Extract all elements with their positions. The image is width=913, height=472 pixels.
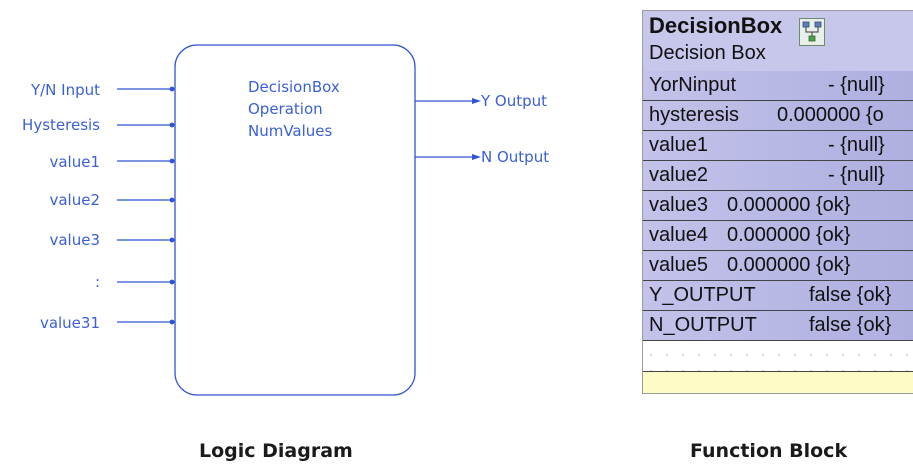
slot-row-value3[interactable]: value3 0.000000 {ok} (643, 191, 913, 221)
slot-value: 0.000000 {o (777, 104, 884, 126)
input-label-value2: value2 (49, 191, 100, 209)
input-label-ellipsis: : (94, 273, 100, 291)
function-block-caption: Function Block (690, 440, 848, 462)
input-label-value3: value3 (49, 231, 100, 249)
function-block-title: DecisionBox (649, 13, 783, 38)
slot-name: Y_OUTPUT (649, 284, 756, 306)
slot-row-value4[interactable]: value4 0.000000 {ok} (643, 221, 913, 251)
slot-list: YorNinput - {null} hysteresis 0.000000 {… (643, 71, 913, 341)
slot-name: value2 (649, 164, 708, 186)
slot-name: value1 (649, 134, 708, 156)
slot-row-yorninput[interactable]: YorNinput - {null} (643, 71, 913, 101)
slot-value: 0.000000 {ok} (727, 194, 851, 216)
input-label-value1: value1 (49, 153, 100, 171)
input-pin-1 (169, 86, 175, 92)
input-pin-2 (169, 122, 175, 128)
slot-value: - {null} (828, 74, 885, 96)
slot-value: - {null} (828, 164, 885, 186)
input-pin-5 (169, 237, 175, 243)
logic-diagram (117, 44, 481, 396)
function-block-header[interactable]: DecisionBox Decision Box (643, 11, 913, 72)
input-pin-4 (169, 197, 175, 203)
slot-name: hysteresis (649, 104, 740, 126)
function-block[interactable]: DecisionBox Decision Box YorNinput - {nu… (642, 10, 913, 394)
slot-value: 0.000000 {ok} (727, 254, 851, 276)
slot-name: value5 (649, 254, 708, 276)
slot-row-value2[interactable]: value2 - {null} (643, 161, 913, 191)
output-label-n: N Output (481, 148, 550, 166)
block-line-numvalues: NumValues (248, 122, 333, 140)
input-pin-6 (169, 279, 175, 285)
function-block-subtitle: Decision Box (649, 42, 766, 64)
slot-row-hysteresis[interactable]: hysteresis 0.000000 {o (643, 101, 913, 131)
input-label-hysteresis: Hysteresis (22, 116, 100, 134)
function-block-footer (643, 371, 913, 393)
logic-block-text: DecisionBox Operation NumValues (248, 76, 340, 142)
slot-value: 0.000000 {ok} (727, 224, 851, 246)
block-line-operation: Operation (248, 100, 323, 118)
slot-value: false {ok} (809, 284, 892, 306)
slot-row-y-output[interactable]: Y_OUTPUT false {ok} (643, 281, 913, 311)
output-arrow-2 (472, 154, 481, 160)
slot-value: false {ok} (809, 314, 892, 336)
logic-block (174, 44, 416, 396)
slot-value: - {null} (828, 134, 885, 156)
function-block-icon (799, 18, 825, 46)
input-label-value31: value31 (39, 314, 100, 332)
input-pin-7 (169, 319, 175, 325)
slot-row-value5[interactable]: value5 0.000000 {ok} (643, 251, 913, 281)
output-label-y: Y Output (481, 92, 548, 110)
input-label-yn: Y/N Input (30, 81, 100, 99)
logic-diagram-caption: Logic Diagram (199, 440, 353, 462)
output-arrow-1 (472, 98, 481, 104)
input-pin-3 (169, 158, 175, 164)
slot-row-value1[interactable]: value1 - {null} (643, 131, 913, 161)
slot-name: value4 (649, 224, 708, 246)
slot-row-n-output[interactable]: N_OUTPUT false {ok} (643, 311, 913, 341)
slot-name: value3 (649, 194, 708, 216)
block-line-decisionbox: DecisionBox (248, 78, 340, 96)
slot-name: YorNinput (649, 74, 737, 96)
slot-name: N_OUTPUT (649, 314, 757, 336)
